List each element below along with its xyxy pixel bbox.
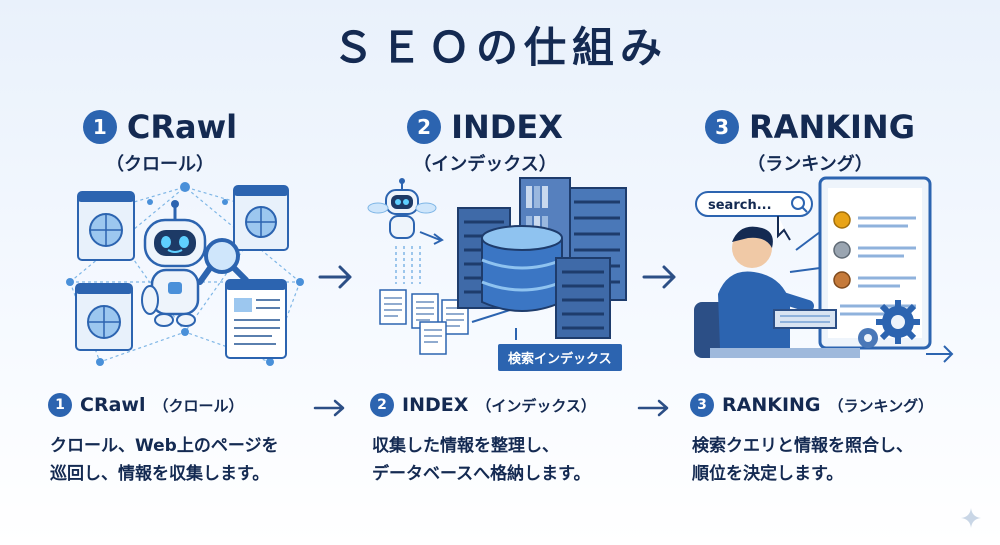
rank-medal-icon bbox=[833, 211, 851, 289]
description-line: 順位を決定します。 bbox=[692, 464, 844, 484]
step-number-badge: 1 bbox=[82, 110, 117, 144]
data-stream-icon bbox=[395, 246, 421, 284]
step-desc-name: RANKING bbox=[722, 394, 821, 416]
web-page-window-icon bbox=[233, 185, 289, 251]
step-desc-header-ranking: 3 RANKING （ランキング） bbox=[690, 393, 933, 417]
step-number-badge: 3 bbox=[690, 393, 714, 417]
sparkle-icon bbox=[961, 508, 981, 528]
web-page-window-icon bbox=[75, 283, 133, 351]
search-index-label: 検索インデックス bbox=[498, 344, 622, 371]
step-desc-reading: （ランキング） bbox=[828, 396, 934, 415]
crawl-illustration bbox=[66, 182, 304, 366]
step-reading: （インデックス） bbox=[413, 154, 557, 175]
person-at-desk-icon bbox=[694, 226, 860, 358]
small-robot-icon bbox=[367, 178, 437, 239]
flow-arrow-icon bbox=[318, 265, 352, 289]
document-page-icon bbox=[225, 279, 287, 359]
page-title: ＳＥＯの仕組み bbox=[331, 23, 668, 72]
robot-icon bbox=[141, 200, 207, 327]
step-number-badge: 2 bbox=[407, 110, 442, 144]
monitor-icon bbox=[818, 176, 932, 350]
description-line: クロール、Web上のページを bbox=[50, 436, 279, 456]
web-page-window-icon bbox=[77, 191, 135, 261]
step-header-ranking: 3 RANKING （ランキング） bbox=[690, 108, 930, 176]
description-line: データベースへ格納します。 bbox=[372, 464, 591, 484]
step-desc-header-index: 2 INDEX （インデックス） bbox=[370, 393, 596, 417]
step-reading: （ランキング） bbox=[747, 154, 873, 175]
step-name: CRawl bbox=[126, 108, 238, 146]
step-name: INDEX bbox=[451, 108, 563, 146]
step-description-ranking: 検索クエリと情報を照合し、 順位を決定します。 bbox=[692, 432, 913, 488]
description-line: 検索クエリと情報を照合し、 bbox=[692, 436, 913, 456]
step-description-crawl: クロール、Web上のページを 巡回し、情報を収集します。 bbox=[50, 432, 279, 488]
step-desc-name: INDEX bbox=[402, 394, 469, 416]
database-icon bbox=[481, 225, 563, 312]
search-query-text: search... bbox=[708, 198, 772, 213]
step-desc-reading: （インデックス） bbox=[476, 396, 596, 415]
step-name: RANKING bbox=[749, 108, 915, 146]
magnifying-glass-icon bbox=[197, 238, 249, 285]
network-nodes-icon bbox=[66, 182, 304, 366]
description-line: 収集した情報を整理し、 bbox=[372, 436, 559, 456]
cursor-icon bbox=[777, 216, 791, 241]
flow-arrow-icon bbox=[642, 265, 676, 289]
search-bar-icon bbox=[695, 191, 813, 217]
flow-arrow-icon bbox=[637, 399, 669, 417]
step-number-badge: 2 bbox=[370, 393, 394, 417]
description-line: 巡回し、情報を収集します。 bbox=[50, 464, 270, 484]
flow-arrow-icon bbox=[313, 399, 345, 417]
step-number-badge: 1 bbox=[48, 393, 72, 417]
step-header-index: 2 INDEX （インデックス） bbox=[365, 108, 605, 176]
step-reading: （クロール） bbox=[106, 154, 214, 175]
step-number-badge: 3 bbox=[705, 110, 740, 144]
step-description-index: 収集した情報を整理し、 データベースへ格納します。 bbox=[372, 432, 590, 488]
step-header-crawl: 1 CRawl （クロール） bbox=[40, 108, 280, 176]
gear-icon bbox=[858, 300, 920, 348]
step-desc-reading: （クロール） bbox=[153, 396, 244, 415]
step-desc-header-crawl: 1 CRawl （クロール） bbox=[48, 393, 243, 417]
step-desc-name: CRawl bbox=[80, 394, 146, 416]
index-illustration bbox=[367, 177, 627, 355]
document-stack-icon bbox=[379, 289, 469, 355]
ranking-illustration: search... bbox=[694, 176, 954, 363]
server-rack-icon bbox=[555, 257, 611, 339]
